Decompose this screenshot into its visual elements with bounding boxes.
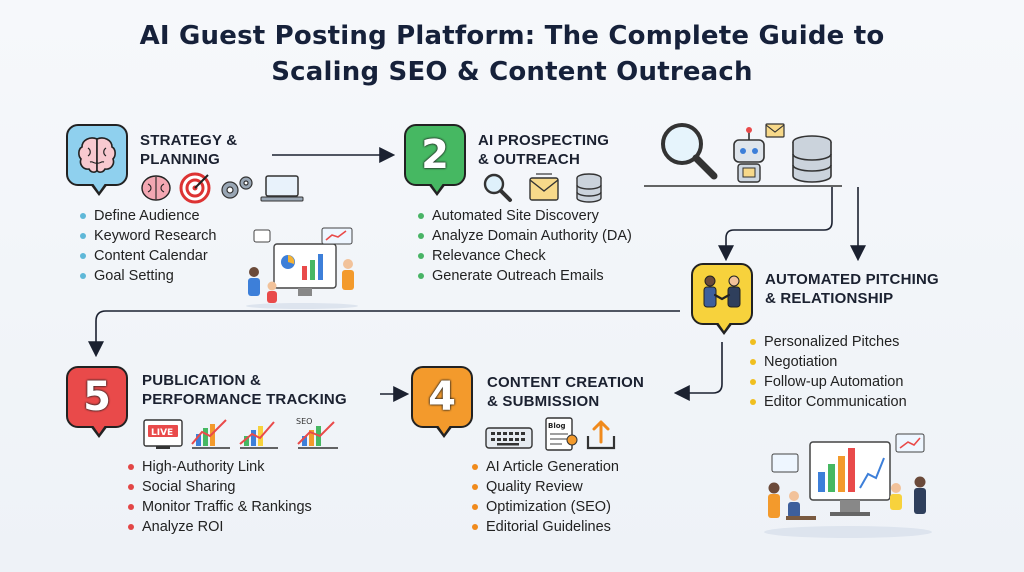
analytics-team-illustration: [764, 433, 932, 538]
content-heading: CONTENT CREATION & SUBMISSION: [487, 374, 645, 410]
page-title: AI Guest Posting Platform: The Complete …: [0, 18, 1024, 90]
laptop-icon: [260, 175, 304, 202]
list-item: AI Article Generation: [470, 457, 619, 477]
list-item: Automated Site Discovery: [416, 206, 632, 226]
list-item: Analyze Domain Authority (DA): [416, 226, 632, 246]
list-item: Define Audience: [78, 206, 217, 226]
handshake-icon: [703, 275, 741, 308]
publication-icons-row: LIVE SEO: [143, 417, 338, 449]
gears-icon: [221, 176, 253, 199]
blog-document-icon: Blog: [545, 417, 578, 451]
team-dashboard-illustration: [246, 227, 358, 309]
publication-badge: 5: [66, 366, 128, 438]
list-item: Negotiation: [748, 352, 907, 372]
list-item: Monitor Traffic & Rankings: [126, 497, 312, 517]
strategy-badge: [66, 124, 128, 196]
robot-icon: [733, 127, 765, 183]
arrow-2-to-3-a: [718, 187, 833, 262]
content-icons-row: Blog: [485, 417, 616, 451]
pitching-list: Personalized Pitches Negotiation Follow-…: [748, 332, 907, 412]
list-item: Social Sharing: [126, 477, 312, 497]
content-list: AI Article Generation Quality Review Opt…: [470, 457, 619, 537]
magnifier-icon: [483, 173, 512, 202]
list-item: Goal Setting: [78, 266, 217, 286]
list-item: Generate Outreach Emails: [416, 266, 632, 286]
strategy-heading: STRATEGY & PLANNING: [140, 132, 238, 168]
prospecting-list: Automated Site Discovery Analyze Domain …: [416, 206, 632, 286]
large-magnifier-icon: [661, 123, 718, 180]
seo-chart-icon: SEO: [296, 417, 338, 449]
email-icon: [529, 173, 559, 201]
content-badge: 4: [411, 366, 473, 438]
trend-chart-icon: [239, 421, 278, 449]
live-label: LIVE: [151, 428, 173, 438]
list-item: Editor Communication: [748, 392, 907, 412]
blog-label: Blog: [548, 422, 566, 430]
prospecting-heading: AI PROSPECTING & OUTREACH: [478, 132, 610, 168]
prospecting-badge: 2: [404, 124, 466, 196]
list-item: Content Calendar: [78, 246, 217, 266]
publication-heading: PUBLICATION & PERFORMANCE TRACKING: [142, 372, 347, 408]
list-item: Quality Review: [470, 477, 619, 497]
live-screen-icon: LIVE: [143, 419, 183, 449]
list-item: Follow-up Automation: [748, 372, 907, 392]
target-icon: [179, 172, 211, 204]
badge-number: 2: [421, 132, 449, 178]
badge-number: 4: [428, 374, 456, 420]
list-item: Relevance Check: [416, 246, 632, 266]
publication-list: High-Authority Link Social Sharing Monit…: [126, 457, 312, 537]
strategy-list: Define Audience Keyword Research Content…: [78, 206, 217, 286]
list-item: Editorial Guidelines: [470, 517, 619, 537]
large-database-icon: [792, 135, 832, 183]
strategy-icons-row: [141, 172, 304, 204]
list-item: Analyze ROI: [126, 517, 312, 537]
pitching-badge: [691, 263, 753, 335]
list-item: Personalized Pitches: [748, 332, 907, 352]
brain-icon: [78, 137, 116, 173]
prospecting-icons-row: [483, 173, 602, 203]
list-item: Optimization (SEO): [470, 497, 619, 517]
list-item: Keyword Research: [78, 226, 217, 246]
small-email-icon: [765, 123, 785, 138]
database-icon: [576, 173, 602, 203]
title-line-1: AI Guest Posting Platform: The Complete …: [139, 21, 885, 51]
robot-search-illustration: [644, 123, 842, 187]
mini-brain-icon: [141, 175, 171, 201]
arrow-3-to-5: [88, 310, 680, 358]
arrow-3-to-4: [673, 342, 723, 401]
seo-label: SEO: [296, 417, 312, 426]
pitching-heading: AUTOMATED PITCHING & RELATIONSHIP: [765, 271, 939, 307]
badge-number: 5: [83, 374, 111, 420]
growth-chart-icon: [191, 419, 230, 449]
upload-icon: [586, 420, 616, 450]
list-item: High-Authority Link: [126, 457, 312, 477]
keyboard-icon: [485, 427, 533, 449]
title-line-2: Scaling SEO & Content Outreach: [271, 57, 753, 87]
